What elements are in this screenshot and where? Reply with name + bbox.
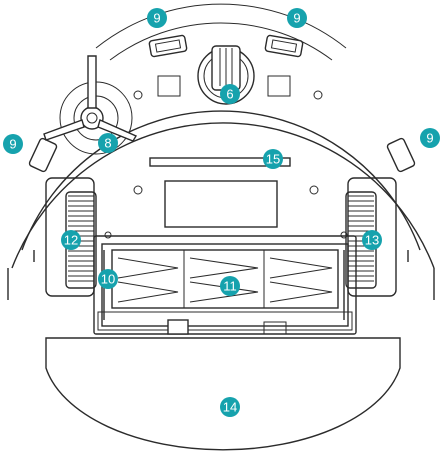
- charging-contacts: [149, 157, 291, 167]
- callout-14: 14: [220, 397, 240, 417]
- robot-body: [7, 3, 435, 300]
- dustbin: [45, 311, 401, 451]
- callout-9-right: 9: [420, 128, 440, 148]
- callout-10: 10: [98, 269, 118, 289]
- svg-text:11: 11: [223, 279, 237, 294]
- svg-text:9: 9: [426, 131, 433, 146]
- callout-9-top-left: 9: [147, 8, 167, 28]
- callout-12: 12: [61, 230, 81, 250]
- svg-text:9: 9: [293, 11, 300, 26]
- svg-text:14: 14: [223, 400, 237, 415]
- svg-text:12: 12: [64, 233, 78, 248]
- callout-11: 11: [220, 276, 240, 296]
- svg-text:10: 10: [101, 272, 115, 287]
- svg-text:6: 6: [226, 87, 233, 102]
- cliff-sensors: [28, 34, 416, 173]
- callout-15: 15: [263, 149, 283, 169]
- battery-cover: [164, 180, 278, 228]
- side-brush: [43, 55, 138, 155]
- svg-text:8: 8: [104, 136, 111, 151]
- svg-text:15: 15: [266, 152, 280, 167]
- callout-8: 8: [98, 133, 118, 153]
- svg-text:9: 9: [153, 11, 160, 26]
- callout-6: 6: [220, 84, 240, 104]
- screws: [104, 90, 348, 239]
- callout-9-left: 9: [3, 134, 23, 154]
- caster-wheel: [197, 45, 255, 105]
- rubber-pads: [157, 75, 291, 97]
- callout-13: 13: [362, 230, 382, 250]
- svg-text:13: 13: [365, 233, 379, 248]
- svg-text:9: 9: [9, 137, 16, 152]
- callout-9-top-right: 9: [287, 8, 307, 28]
